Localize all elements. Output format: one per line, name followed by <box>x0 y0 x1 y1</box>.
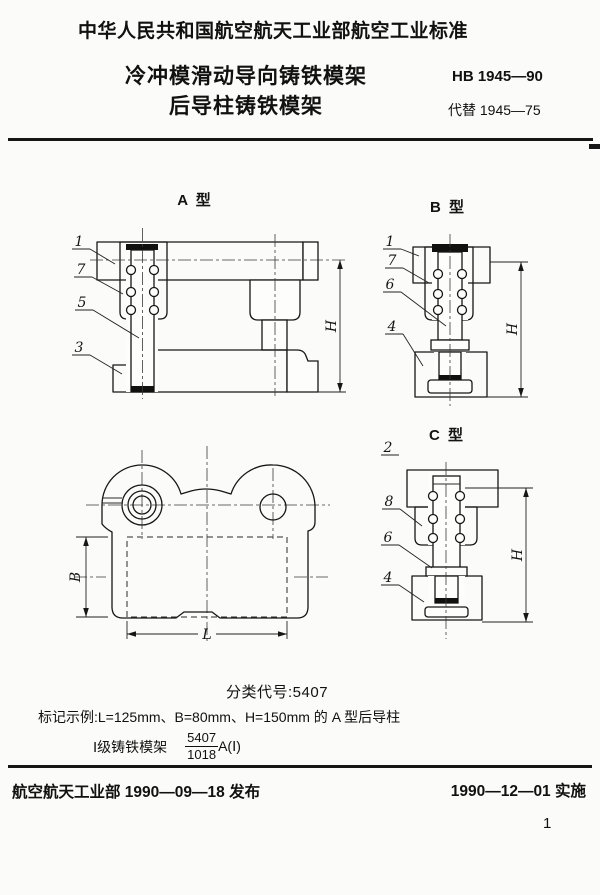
figure-type-b: B 型 H 1 7 6 4 <box>383 198 528 406</box>
dim-b-label: B <box>68 572 84 583</box>
figure-c-h-dimension: H <box>465 487 533 623</box>
part-label-7: 7 <box>388 253 397 269</box>
plan-guide-bushing-bore <box>102 484 163 526</box>
part-label-7: 7 <box>77 262 86 278</box>
figure-c-plates <box>406 469 499 621</box>
part-label-1: 1 <box>386 234 395 250</box>
dim-h-label: H <box>505 322 521 336</box>
part-label-6: 6 <box>386 277 395 293</box>
part-label-1: 1 <box>75 234 84 250</box>
plan-l-dimension: L <box>126 621 288 643</box>
standard-org-header: 中华人民共和国航空航天工业部航空工业标准 <box>78 21 469 42</box>
designation-fraction: 5407 1018 <box>185 730 219 763</box>
part-label-8: 8 <box>385 494 394 510</box>
part-label-4: 4 <box>387 319 397 335</box>
part-label-6: 6 <box>384 530 393 546</box>
standard-number: HB 1945—90 <box>452 68 543 85</box>
figure-a-centerlines <box>90 228 346 399</box>
dim-l-label: L <box>201 627 211 643</box>
plan-pillar-bore <box>259 493 287 521</box>
marking-example-line2: Ⅰ级铸铁模架 5407 1018 A(Ⅰ) <box>93 730 241 763</box>
header-rule <box>8 138 593 141</box>
page-number: 1 <box>543 815 552 832</box>
figure-b-title: B 型 <box>430 198 466 216</box>
superseded-standard: 代替 1945—75 <box>448 102 541 118</box>
part-label-2: 2 <box>383 440 393 456</box>
figure-c-guide-pillar <box>424 472 469 618</box>
plan-outline <box>101 464 316 619</box>
fraction-numerator: 5407 <box>185 730 219 748</box>
fraction-denominator: 1018 <box>187 747 217 763</box>
figure-a-title: A 型 <box>177 191 212 209</box>
figure-c-title: C 型 <box>429 426 465 444</box>
figure-a-h-dimension: H <box>318 260 346 393</box>
figure-plan-view: B L <box>68 446 330 643</box>
part-label-4: 4 <box>383 570 393 586</box>
figure-type-c: C 型 H 2 8 6 4 <box>381 426 533 639</box>
doc-title-line2: 后导柱铸铁模架 <box>169 95 323 118</box>
footer-implementation-date: 1990—12—01 实施 <box>450 783 586 800</box>
marking-example-line1: 标记示例:L=125mm、B=80mm、H=150mm 的 A 型后导柱 <box>38 709 401 725</box>
part-label-3: 3 <box>75 340 84 356</box>
figure-a-part-labels: 1 7 5 3 <box>72 234 140 375</box>
figure-c-part-labels: 2 8 6 4 <box>381 440 433 603</box>
figure-b-h-dimension: H <box>487 261 528 398</box>
plan-die-area <box>126 536 288 618</box>
part-label-5: 5 <box>78 295 87 311</box>
title-block: 冷冲模滑动导向铸铁模架 后导柱铸铁模架 <box>0 62 492 122</box>
figure-b-part-labels: 1 7 6 4 <box>383 234 447 367</box>
figure-type-a: A 型 H 1 7 5 3 <box>72 191 346 399</box>
doc-title-line1: 冷冲模滑动导向铸铁模架 <box>125 65 367 88</box>
plan-centerlines <box>74 446 330 642</box>
scan-edge-tick <box>589 144 600 149</box>
marking-example-prefix: Ⅰ级铸铁模架 <box>93 738 168 755</box>
footer-rule <box>8 765 592 768</box>
dim-h-label: H <box>324 319 340 333</box>
plan-b-dimension: B <box>68 536 108 618</box>
dim-h-label: H <box>510 548 526 562</box>
marking-example-suffix: A(Ⅰ) <box>218 738 241 755</box>
footer-issued-by: 航空航天工业部 1990—09—18 发布 <box>12 784 261 801</box>
classification-code: 分类代号:5407 <box>226 684 329 701</box>
